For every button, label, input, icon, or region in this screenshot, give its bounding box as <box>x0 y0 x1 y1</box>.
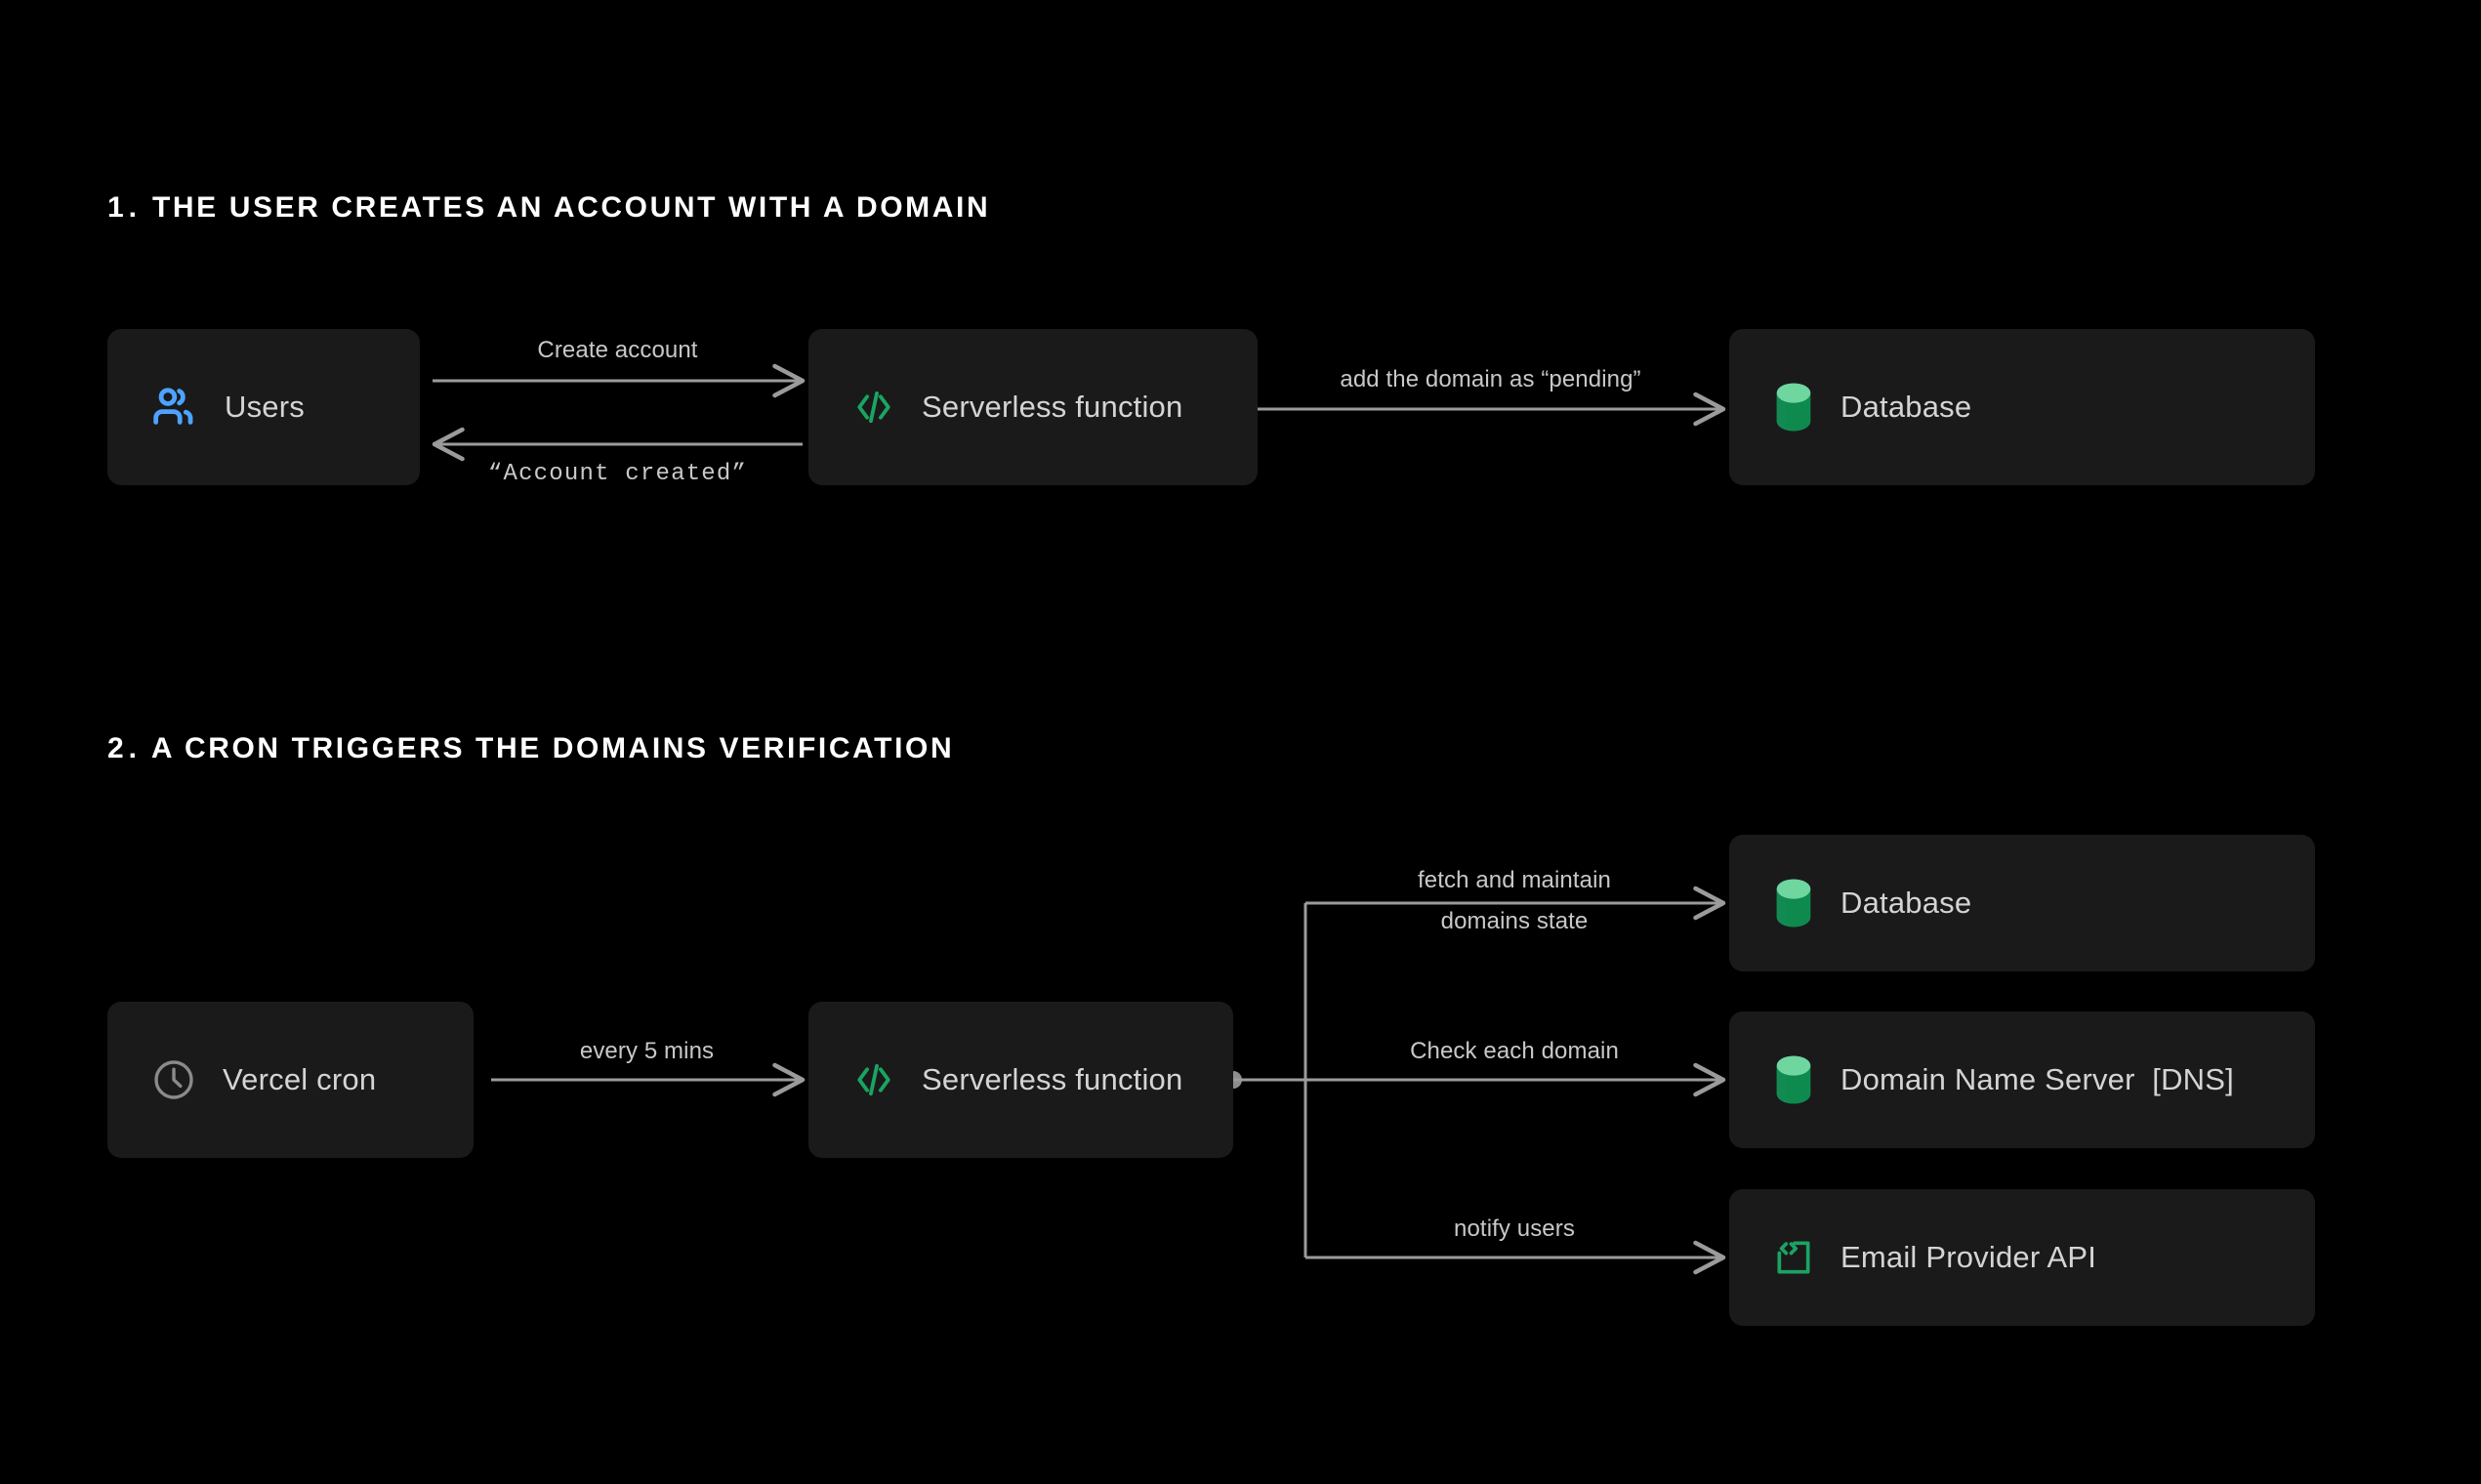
node-vercel-cron-label: Vercel cron <box>223 1062 377 1096</box>
node-database-2-label: Database <box>1840 886 1972 920</box>
database-cylinder-icon <box>1772 382 1815 433</box>
section-2-heading: 2. A CRON TRIGGERS THE DOMAINS VERIFICAT… <box>107 732 954 765</box>
code-brackets-icon <box>851 1057 896 1102</box>
edge-label-fetch-maintain-line2: domains state <box>1440 908 1589 934</box>
edge-label-add-domain-pending: add the domain as “pending” <box>1340 366 1641 392</box>
edge-label-fetch-maintain-line1: fetch and maintain <box>1418 867 1611 893</box>
node-users-label: Users <box>225 390 305 424</box>
node-serverless-function-2-label: Serverless function <box>922 1062 1183 1096</box>
code-brackets-icon <box>851 385 896 430</box>
edge-label-create-account: Create account <box>537 337 698 363</box>
edge-label-every-5-mins: every 5 mins <box>579 1038 715 1064</box>
node-serverless-function-1-label: Serverless function <box>922 390 1183 424</box>
node-dns-label: Domain Name Server [DNS] <box>1840 1062 2234 1096</box>
section-1-title: THE USER CREATES AN ACCOUNT WITH A DOMAI… <box>151 191 991 224</box>
node-email-provider-api-label: Email Provider API <box>1840 1240 2097 1274</box>
node-serverless-function-1[interactable]: Serverless function <box>808 329 1258 485</box>
code-block-icon <box>1772 1236 1815 1279</box>
section-2-number: 2. <box>107 732 143 764</box>
node-email-provider-api[interactable]: Email Provider API <box>1729 1189 2315 1326</box>
node-users[interactable]: Users <box>107 329 420 485</box>
database-cylinder-icon <box>1772 1054 1815 1105</box>
edge-label-notify-users: notify users <box>1454 1216 1575 1242</box>
section-2-title: A CRON TRIGGERS THE DOMAINS VERIFICATION <box>150 732 955 764</box>
database-cylinder-icon <box>1772 878 1815 928</box>
edge-label-account-created: “Account created” <box>487 461 748 487</box>
node-dns[interactable]: Domain Name Server [DNS] <box>1729 1011 2315 1148</box>
node-serverless-function-2[interactable]: Serverless function <box>808 1002 1233 1158</box>
node-database-1-label: Database <box>1840 390 1972 424</box>
edge-label-check-each-domain: Check each domain <box>1410 1038 1619 1064</box>
node-vercel-cron[interactable]: Vercel cron <box>107 1002 474 1158</box>
section-1-number: 1. <box>107 191 143 224</box>
section-1-heading: 1. THE USER CREATES AN ACCOUNT WITH A DO… <box>107 191 990 225</box>
node-database-2[interactable]: Database <box>1729 835 2315 971</box>
clock-icon <box>150 1056 197 1103</box>
node-database-1[interactable]: Database <box>1729 329 2315 485</box>
users-icon <box>150 383 199 432</box>
